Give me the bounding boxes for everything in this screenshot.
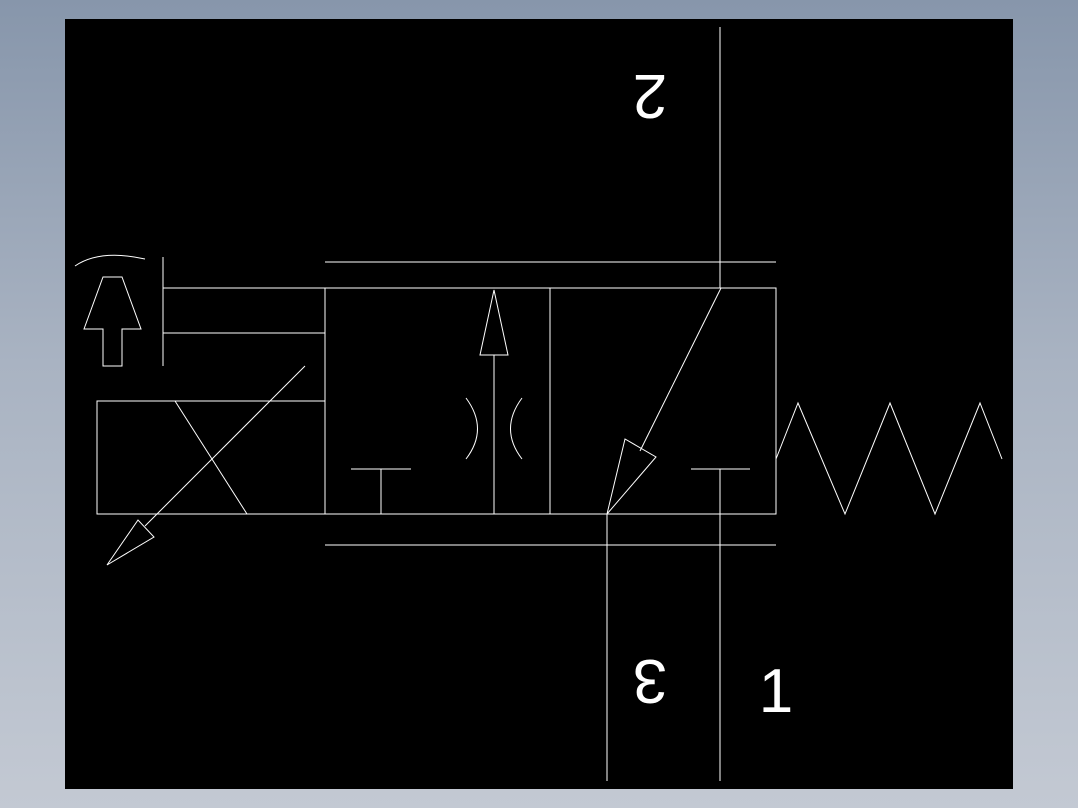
port-2-label: 2	[633, 61, 667, 130]
port-closed-icon	[351, 468, 411, 514]
flow-arrow-icon	[606, 287, 722, 515]
left-envelope	[351, 289, 523, 514]
pilot-arrow-icon	[74, 254, 325, 367]
port-closed-icon	[691, 468, 750, 514]
port-3-label: 3	[633, 646, 667, 715]
port-1-label: 1	[759, 657, 793, 726]
cad-drawing-canvas: 2 3 1	[65, 19, 1013, 789]
restrictor-icon	[465, 397, 523, 460]
valve-schematic: 2 3 1	[74, 27, 1003, 781]
solenoid-actuator-icon	[96, 365, 326, 566]
spring-return-icon	[775, 401, 1003, 516]
valve-body	[324, 261, 777, 546]
right-envelope	[606, 287, 750, 515]
flow-arrow-icon	[479, 289, 509, 514]
